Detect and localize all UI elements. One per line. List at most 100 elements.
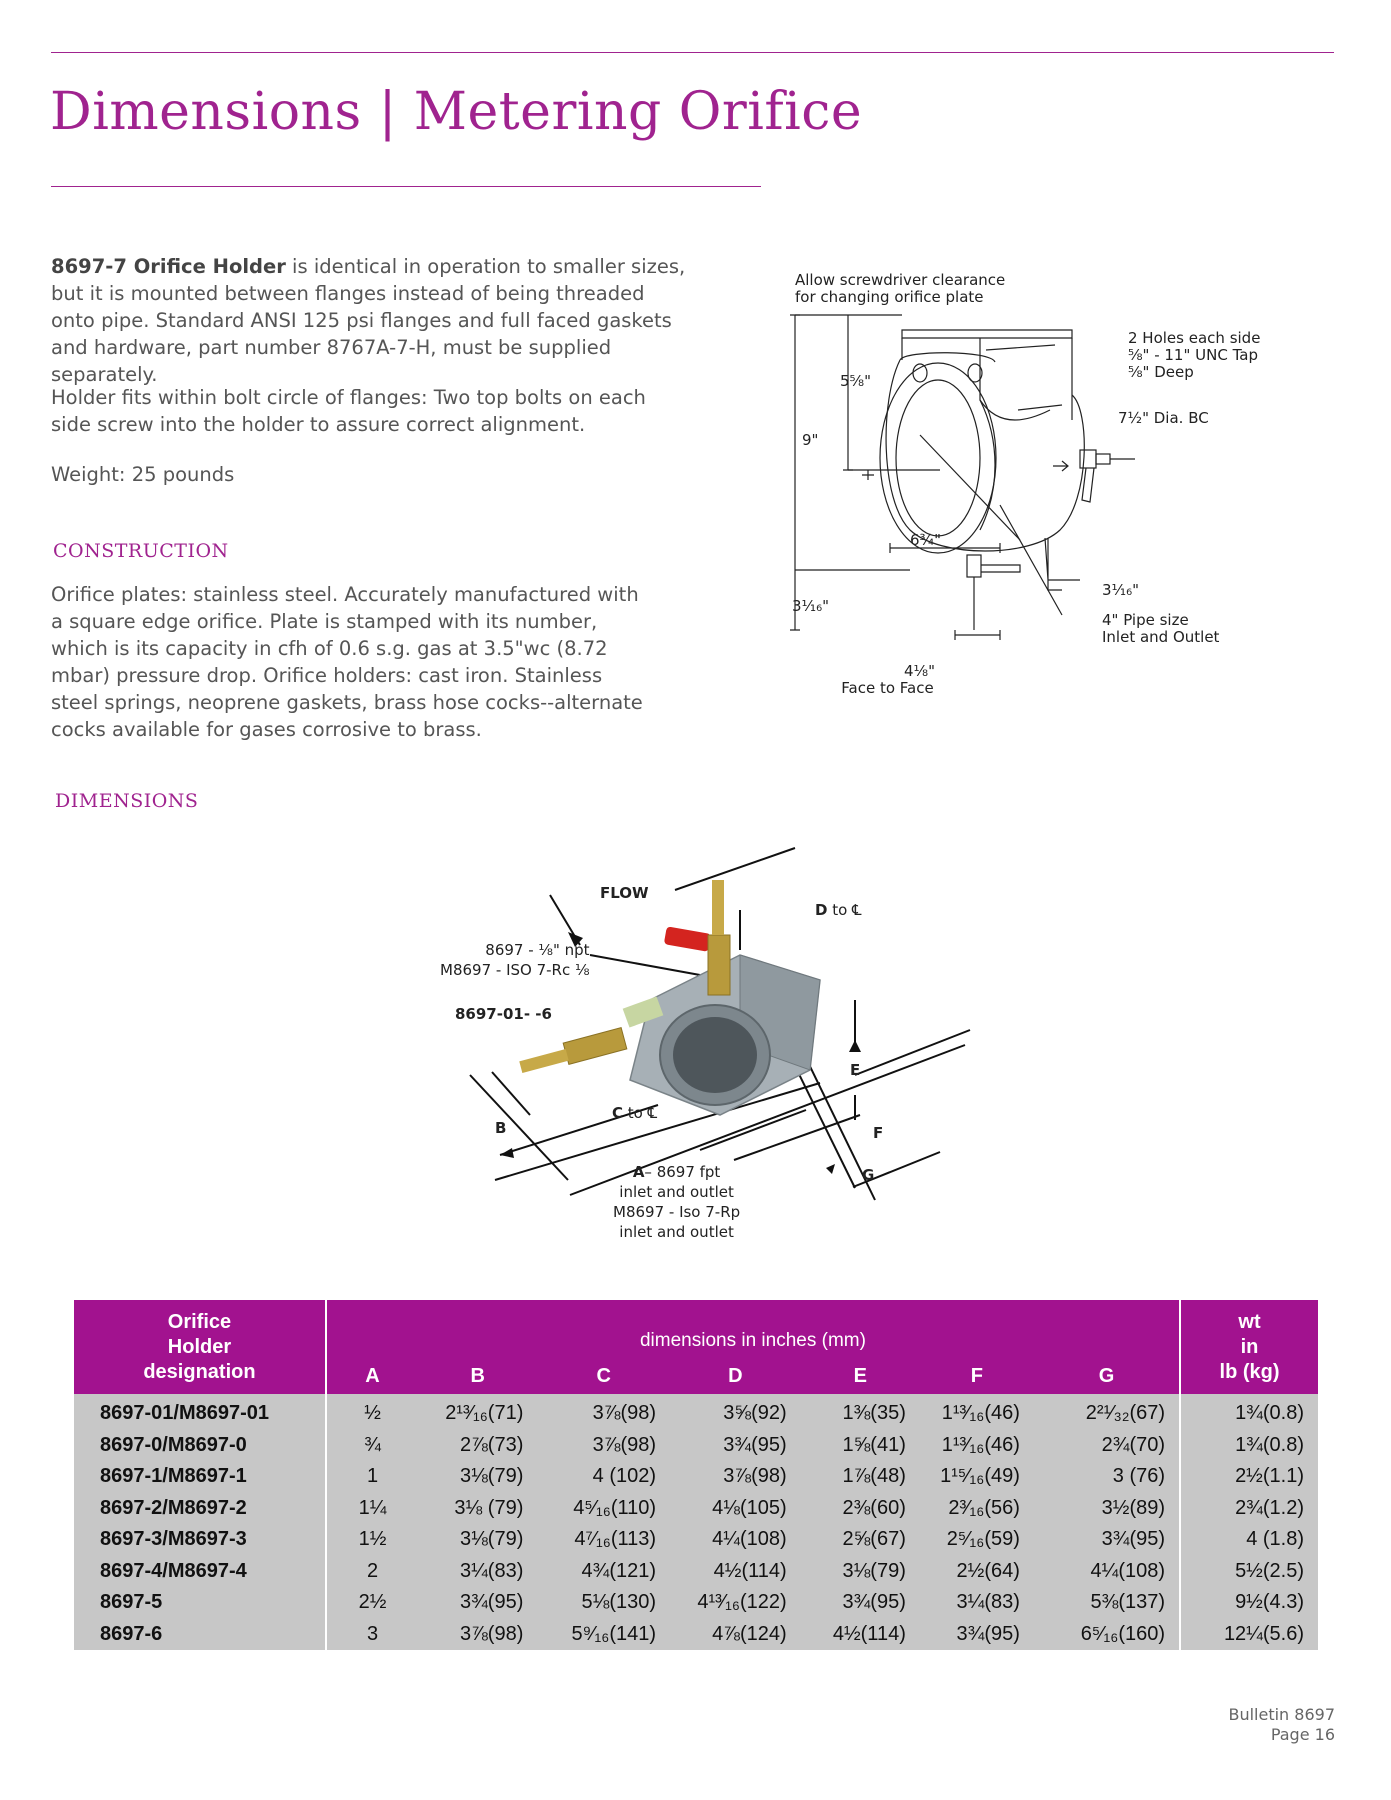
head-wt-line3: lb (kg) bbox=[1219, 1360, 1280, 1383]
cell-wt: 2½(1.1) bbox=[1180, 1461, 1318, 1493]
bulletin-number: Bulletin 8697 bbox=[1228, 1705, 1335, 1724]
page-number: Page 16 bbox=[1270, 1725, 1335, 1744]
d-to-cl-label: D to ℄ bbox=[815, 900, 862, 920]
col-c: C bbox=[537, 1358, 671, 1394]
cell-wt: 12¼(5.6) bbox=[1180, 1618, 1318, 1650]
col-b: B bbox=[418, 1358, 538, 1394]
col-d: D bbox=[670, 1358, 801, 1394]
cell-d: 4¹³⁄₁₆(122) bbox=[670, 1587, 801, 1619]
dimensions-heading: DIMENSIONS bbox=[55, 790, 199, 812]
cell-e: 4½(114) bbox=[800, 1618, 920, 1650]
cell-d: 4⅞(124) bbox=[670, 1618, 801, 1650]
clearance-line1: Allow screwdriver clearance bbox=[795, 271, 1006, 289]
holes-line1: 2 Holes each side bbox=[1128, 329, 1261, 347]
d-letter: D bbox=[815, 901, 828, 919]
top-rule bbox=[51, 52, 1334, 53]
a-line2: inlet and outlet bbox=[619, 1183, 734, 1201]
cell-g: 3½(89) bbox=[1033, 1492, 1182, 1524]
head-wt: wt in lb (kg) bbox=[1180, 1300, 1318, 1394]
pipe-line1: 4" Pipe size bbox=[1102, 611, 1189, 629]
clearance-line2: for changing orifice plate bbox=[795, 288, 984, 306]
cell-d: 3⅝(92) bbox=[670, 1394, 801, 1430]
cell-a: ½ bbox=[325, 1394, 419, 1430]
head-wt-line2: in bbox=[1240, 1335, 1259, 1358]
cell-designation: 8697-2/M8697-2 bbox=[74, 1492, 327, 1524]
cell-c: 5⁹⁄₁₆(141) bbox=[537, 1618, 671, 1650]
cell-a: ¾ bbox=[325, 1429, 419, 1461]
orifice-holder-drawing bbox=[790, 314, 1135, 640]
intro-lead: 8697-7 Orifice Holder bbox=[51, 255, 286, 278]
cell-f: 2⁵⁄₁₆(59) bbox=[919, 1524, 1034, 1556]
a-letter: A bbox=[632, 1163, 645, 1181]
cell-a: 2½ bbox=[325, 1587, 419, 1619]
cell-wt: 5½(2.5) bbox=[1180, 1555, 1318, 1587]
c-to-cl-label: C to ℄ bbox=[612, 1103, 657, 1123]
c-letter: C bbox=[612, 1104, 624, 1122]
cell-g: 3¾(95) bbox=[1033, 1524, 1182, 1556]
cell-d: 4⅛(105) bbox=[670, 1492, 801, 1524]
b-label: B bbox=[495, 1119, 507, 1137]
head-designation: Orifice Holder designation bbox=[74, 1300, 327, 1394]
a-line4: inlet and outlet bbox=[619, 1223, 734, 1241]
weight-text: Weight: 25 pounds bbox=[51, 463, 235, 486]
model-label: 8697-01- -6 bbox=[455, 1005, 552, 1023]
g-label: G bbox=[862, 1166, 875, 1184]
cell-d: 3¾(95) bbox=[670, 1429, 801, 1461]
cell-b: 3⅞(98) bbox=[418, 1618, 538, 1650]
cell-g: 2²¹⁄₃₂(67) bbox=[1033, 1394, 1182, 1430]
cell-f: 3¼(83) bbox=[919, 1587, 1034, 1619]
cell-e: 3⅛(79) bbox=[800, 1555, 920, 1587]
c-suffix: to ℄ bbox=[623, 1104, 658, 1122]
cell-c: 5⅛(130) bbox=[537, 1587, 671, 1619]
face-line1: 4⅛" bbox=[904, 662, 935, 680]
footer: Bulletin 8697 Page 16 bbox=[1228, 1705, 1335, 1745]
cell-f: 2½(64) bbox=[919, 1555, 1034, 1587]
dim-3-1-16-right: 3¹⁄₁₆" bbox=[1102, 581, 1139, 599]
cell-d: 4¼(108) bbox=[670, 1524, 801, 1556]
head-designation-line2: Holder bbox=[167, 1335, 232, 1358]
cell-a: 2 bbox=[325, 1555, 419, 1587]
cell-e: 1⅝(41) bbox=[800, 1429, 920, 1461]
col-e: E bbox=[800, 1358, 920, 1394]
cell-designation: 8697-3/M8697-3 bbox=[74, 1524, 327, 1556]
head-designation-line3: designation bbox=[143, 1360, 256, 1383]
cell-f: 3¾(95) bbox=[919, 1618, 1034, 1650]
cell-designation: 8697-6 bbox=[74, 1618, 327, 1650]
a-line1-rest: – 8697 fpt bbox=[644, 1163, 721, 1181]
cell-b: 3¼(83) bbox=[418, 1555, 538, 1587]
holes-line2: ⅝" - 11" UNC Tap bbox=[1128, 346, 1258, 364]
intro-paragraph: 8697-7 Orifice Holder is identical in op… bbox=[51, 253, 691, 388]
dimensions-table: Orifice Holder designation dimensions in… bbox=[74, 1300, 1318, 1650]
bolt-paragraph: Holder fits within bolt circle of flange… bbox=[51, 386, 646, 436]
holes-line3: ⅝" Deep bbox=[1128, 363, 1194, 381]
cell-f: 1¹³⁄₁₆(46) bbox=[919, 1429, 1034, 1461]
cell-b: 2¹³⁄₁₆(71) bbox=[418, 1394, 538, 1430]
cell-e: 3¾(95) bbox=[800, 1587, 920, 1619]
dim-3-1-16-left: 3¹⁄₁₆" bbox=[792, 597, 829, 615]
cell-g: 3 (76) bbox=[1033, 1461, 1182, 1493]
cell-wt: 4 (1.8) bbox=[1180, 1524, 1318, 1556]
cell-g: 4¼(108) bbox=[1033, 1555, 1182, 1587]
head-wt-line1: wt bbox=[1238, 1310, 1261, 1333]
cell-c: 3⅞(98) bbox=[537, 1394, 671, 1430]
cell-d: 4½(114) bbox=[670, 1555, 801, 1587]
npt-line1: 8697 - ⅛" npt bbox=[485, 941, 590, 959]
cell-designation: 8697-01/M8697-01 bbox=[74, 1394, 327, 1430]
bolt-circle-label: 7½" Dia. BC bbox=[1118, 409, 1209, 427]
cell-b: 3⅛ (79) bbox=[418, 1492, 538, 1524]
dim-5-5-8: 5⅝" bbox=[840, 372, 871, 390]
cell-c: 4⁵⁄₁₆(110) bbox=[537, 1492, 671, 1524]
head-dims: dimensions in inches (mm) bbox=[325, 1300, 1182, 1358]
col-f: F bbox=[919, 1358, 1034, 1394]
cell-b: 2⅞(73) bbox=[418, 1429, 538, 1461]
cell-e: 1⅜(35) bbox=[800, 1394, 920, 1430]
cell-a: 1¼ bbox=[325, 1492, 419, 1524]
